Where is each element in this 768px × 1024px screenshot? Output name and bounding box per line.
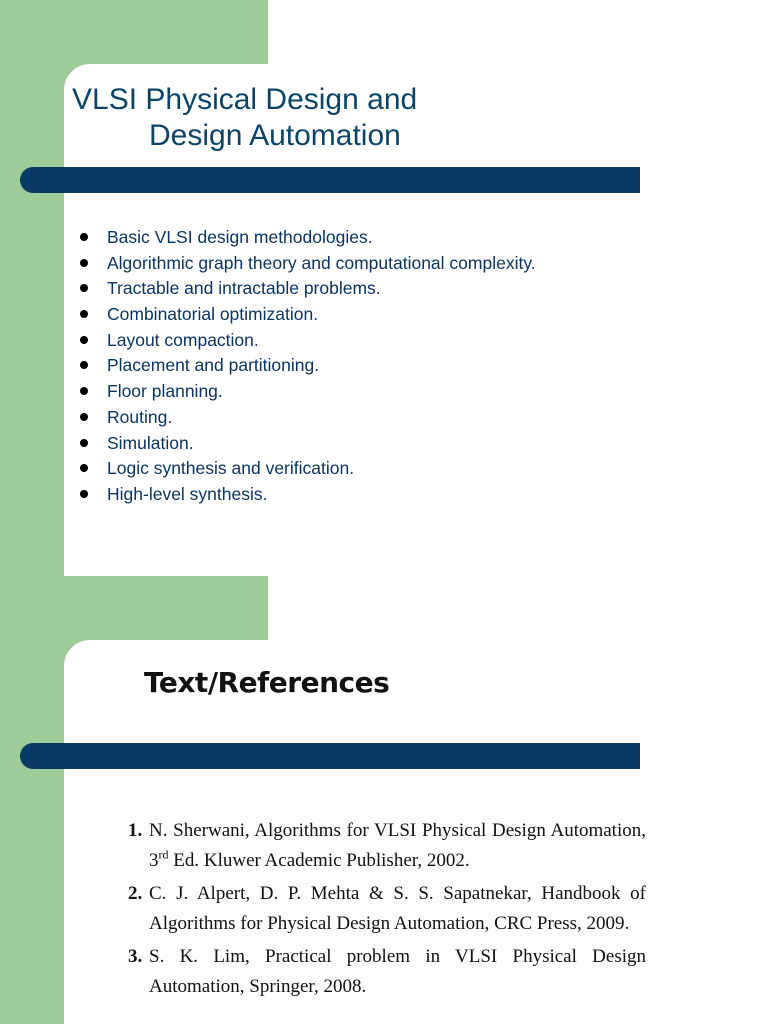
list-item: High-level synthesis. bbox=[78, 482, 536, 508]
bullet-icon bbox=[80, 233, 88, 241]
list-item: Floor planning. bbox=[78, 379, 536, 405]
list-item: Combinatorial optimization. bbox=[78, 302, 536, 328]
slide-references: Text/References 1.N. Sherwani, Algorithm… bbox=[0, 576, 768, 1024]
reference-number: 3. bbox=[128, 946, 143, 967]
bullet-icon bbox=[80, 310, 88, 319]
references-image-box bbox=[118, 800, 690, 1024]
bullet-icon bbox=[80, 489, 88, 498]
bullet-icon bbox=[80, 438, 88, 447]
list-item: Simulation. bbox=[78, 431, 536, 457]
slide-title: VLSI Physical Design and Design Automati… bbox=[72, 82, 417, 154]
list-item: Logic synthesis and verification. bbox=[78, 456, 536, 482]
list-item: Tractable and intractable problems. bbox=[78, 276, 536, 302]
list-item: Algorithmic graph theory and computation… bbox=[78, 251, 536, 277]
bullet-icon bbox=[80, 335, 88, 344]
bullet-icon bbox=[80, 361, 88, 370]
bullet-icon bbox=[80, 284, 88, 293]
list-item: Layout compaction. bbox=[78, 328, 536, 354]
list-item: Basic VLSI design methodologies. bbox=[78, 225, 536, 251]
reference-item: 3.S. K. Lim, Practical problem in VLSI P… bbox=[128, 942, 646, 1002]
bullet-icon bbox=[80, 387, 88, 396]
references-heading: Text/References bbox=[144, 666, 390, 699]
bullet-icon bbox=[80, 464, 88, 473]
list-item: Routing. bbox=[78, 405, 536, 431]
slide-course-outline: VLSI Physical Design and Design Automati… bbox=[0, 0, 768, 576]
reference-list: 1.N. Sherwani, Algorithms for VLSI Physi… bbox=[128, 816, 646, 1005]
bullet-icon bbox=[80, 412, 88, 421]
topic-list: Basic VLSI design methodologies. Algorit… bbox=[78, 225, 536, 508]
reference-item: 1.N. Sherwani, Algorithms for VLSI Physi… bbox=[128, 816, 646, 876]
title-line-2: Design Automation bbox=[149, 119, 401, 152]
list-item: Placement and partitioning. bbox=[78, 353, 536, 379]
content-panel bbox=[64, 64, 768, 576]
reference-number: 2. bbox=[128, 883, 143, 904]
reference-number: 1. bbox=[128, 820, 143, 841]
heading-divider bbox=[20, 743, 640, 769]
bullet-icon bbox=[80, 258, 88, 267]
title-line-1: VLSI Physical Design and bbox=[72, 83, 418, 116]
title-divider bbox=[20, 167, 640, 193]
reference-item: 2.C. J. Alpert, D. P. Mehta & S. S. Sapa… bbox=[128, 879, 646, 939]
